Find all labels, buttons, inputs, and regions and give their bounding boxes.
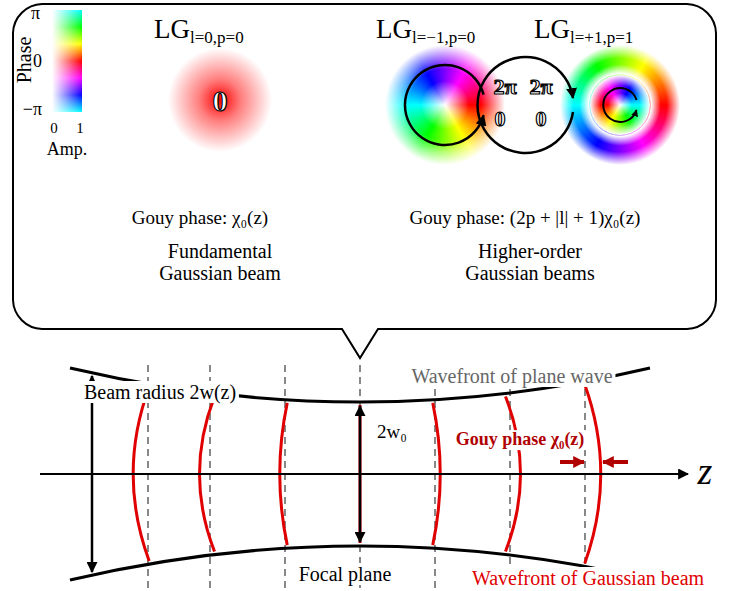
axis-title: Amp. [47,140,88,160]
gouy-arrow [560,460,584,464]
dimension-label: 2w₀ [374,422,410,443]
tick-label: π [31,4,40,24]
axis-label: z [698,451,713,493]
phase-colorbar [52,10,82,112]
phase-arrow [478,57,573,153]
legend-note: Wavefront of Gaussian beam [469,567,707,589]
phase-arrow [405,65,484,145]
dimension-arrow [359,406,362,542]
plane-label: Focal plane [296,563,395,585]
phase-value: 0 [536,107,547,131]
legend-note: Wavefront of plane wave [408,365,615,387]
axis-title: Phase [13,37,35,84]
dimension-arrow [91,376,94,572]
info-callout: LGl=0,p=0LGl=−1,p=0LGl=+1,p=1Phaseπ0−π01… [12,3,717,330]
gouy-label: Gouy phase χ₀(z) [453,430,588,450]
tick-label: −π [23,100,42,120]
gouy-arrow [603,460,628,464]
phase-value: 0 [213,84,228,117]
tick-label: 0 [33,52,42,72]
phase-arrow [603,88,636,122]
beam-type: Higher-order Gaussian beams [460,240,600,284]
tick-label: 0 [50,120,58,137]
callout-outline [13,4,716,358]
gouy-formula: Gouy phase: χ₀(z) [132,208,268,229]
mode-index: l=−1,p=0 [412,29,475,48]
phase-value: 0 [495,107,506,131]
vortex-beam-inner [590,75,650,135]
dimension-label: Beam radius 2w(z) [81,381,239,403]
optical-axis [40,473,688,475]
beam-type: Fundamental Gaussian beam [155,240,285,284]
mode-name: LG [534,15,570,45]
mode-name: LG [376,15,412,45]
gaussian-wavefront [359,405,362,543]
mode-index: l=+1,p=1 [570,29,633,48]
tick-label: 1 [76,120,84,137]
gouy-formula: Gouy phase: (2p + |l| + 1)χ₀(z) [410,208,641,229]
plane-wavefront [359,365,361,588]
callout-outline [12,3,717,330]
mode-index: l=0,p=0 [190,29,244,48]
phase-value: 2π [529,75,552,99]
mode-name: LG [154,15,190,45]
plane-wavefront [584,365,586,588]
phase-value: 2π [493,75,516,99]
vortex-beam [385,45,505,165]
